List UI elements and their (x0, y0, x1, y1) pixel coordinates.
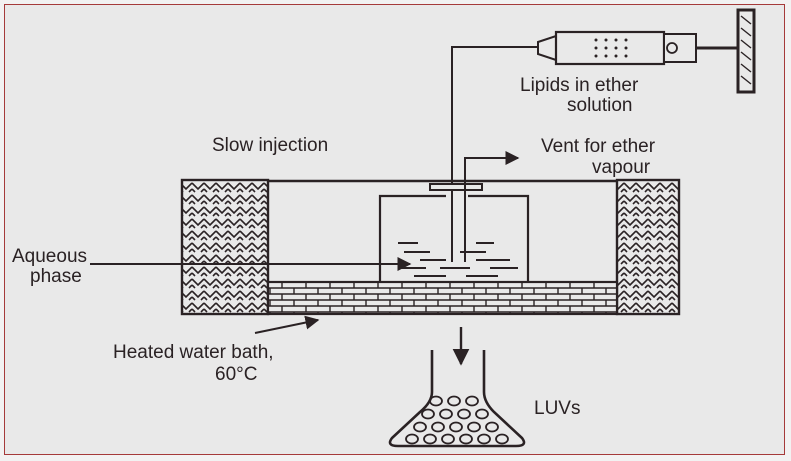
syringe-tip (537, 34, 557, 62)
vent-tube (464, 151, 520, 262)
syringe-barrel (554, 30, 666, 66)
flask-walls (378, 194, 530, 282)
label-vent-line1: Vent for ether (541, 136, 656, 157)
bath-wall-right (615, 178, 681, 316)
label-luvs: LUVs (534, 398, 580, 419)
collection-tube (388, 350, 526, 448)
luv-vesicles (405, 395, 509, 445)
label-water-bath-line2: 60°C (215, 364, 257, 385)
label-aqueous-line1: Aqueous (12, 246, 87, 267)
label-slow-injection: Slow injection (212, 135, 328, 156)
tube-outline (388, 350, 526, 448)
lipid-dots (594, 38, 628, 58)
syringe-plunger (663, 33, 697, 63)
flask (378, 151, 530, 282)
label-water-bath-line1: Heated water bath, (113, 342, 274, 363)
label-lipids-line1: Lipids in ether (520, 75, 639, 96)
bath-wall-left (180, 178, 270, 316)
label-vent-line2: vapour (592, 157, 651, 178)
heated-water-layer (266, 280, 619, 316)
aqueous-phase-lines (398, 242, 518, 277)
flask-stopper (429, 183, 483, 191)
water-bath-arrow (254, 315, 320, 334)
label-aqueous-line2: phase (30, 266, 82, 287)
water-bath (180, 178, 681, 316)
label-lipids-line2: solution (567, 95, 633, 116)
